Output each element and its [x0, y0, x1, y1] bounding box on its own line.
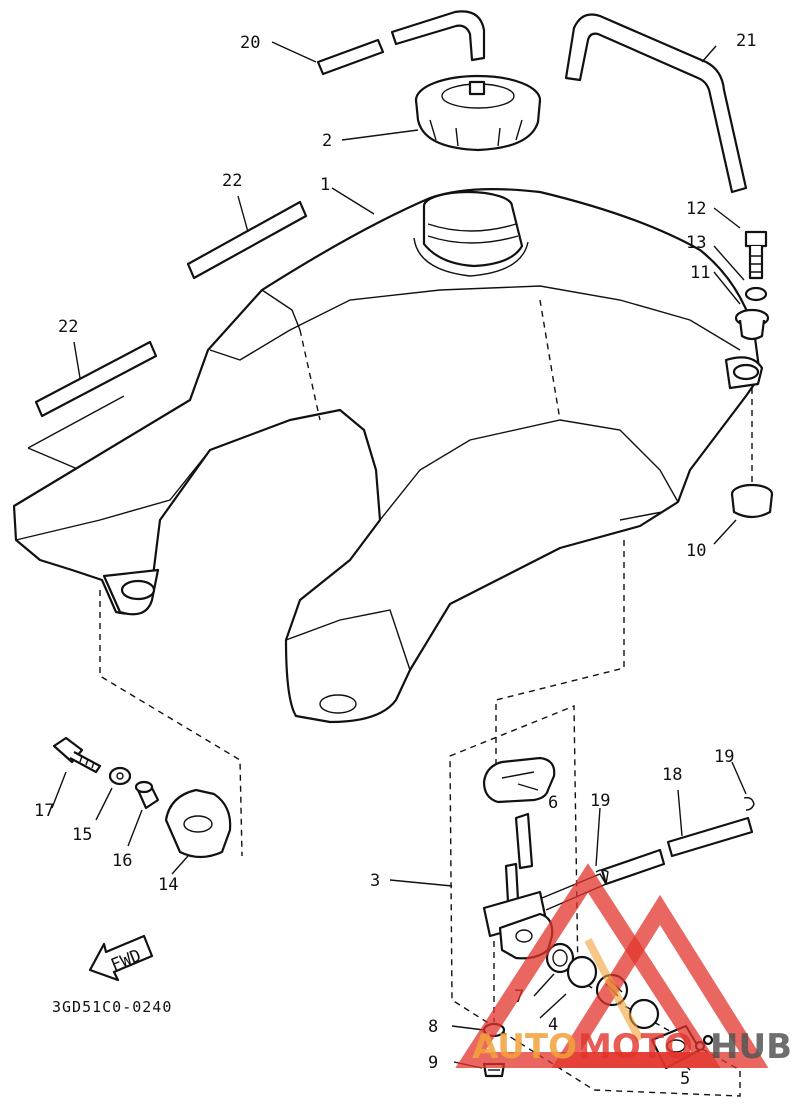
fuel-cap-part-2 [414, 74, 542, 152]
svg-text:MOTO: MOTO [578, 1027, 693, 1067]
hose-part-21 [564, 13, 748, 194]
fuel-cock-group-outline [449, 704, 741, 1097]
callout-16: 16 [112, 851, 132, 871]
leader-lines [51, 41, 747, 1071]
callout-21: 21 [736, 31, 756, 51]
watermark-logo-text: AUTO MOTO HUB [472, 1027, 792, 1067]
grommet-part-14 [164, 788, 232, 859]
callout-12: 12 [686, 199, 706, 219]
callout-6: 6 [548, 793, 558, 813]
collar-part-11 [734, 308, 770, 341]
washer-part-15 [108, 766, 132, 786]
callout-19-lower: 19 [590, 791, 610, 811]
pad-part-22-upper [186, 200, 308, 280]
bolt-part-12 [744, 230, 768, 280]
callout-20: 20 [240, 33, 260, 53]
callout-5: 5 [680, 1069, 690, 1089]
oring-part-7 [545, 942, 575, 974]
hose-part-18 [600, 816, 754, 886]
svg-text:AUTO: AUTO [472, 1027, 577, 1067]
callout-18: 18 [662, 765, 682, 785]
callout-22-upper: 22 [222, 171, 242, 191]
callout-15: 15 [72, 825, 92, 845]
callout-10: 10 [686, 541, 706, 561]
washer-part-13 [744, 286, 768, 302]
guide-line-left [99, 590, 243, 857]
callout-4: 4 [548, 1015, 558, 1035]
gasket-part-6 [482, 756, 556, 804]
watermark-logo-mark [455, 863, 769, 1068]
callout-9: 9 [428, 1053, 438, 1073]
collar-part-16 [134, 780, 160, 810]
callout-2: 2 [322, 131, 332, 151]
callout-13: 13 [686, 233, 706, 253]
drawing-code: 3GD51C0-0240 [52, 998, 172, 1016]
callout-14: 14 [158, 875, 178, 895]
callout-1: 1 [320, 175, 330, 195]
pad-part-22-left [27, 340, 158, 471]
fuel-tank-part-1 [12, 187, 764, 724]
fwd-arrow: FWD [88, 934, 154, 982]
callout-8: 8 [428, 1017, 438, 1037]
callout-11: 11 [690, 263, 710, 283]
guide-line-center [495, 540, 625, 770]
clip-part-19 [595, 796, 755, 885]
callout-17: 17 [34, 801, 54, 821]
svg-text:HUB: HUB [710, 1027, 792, 1067]
bolt-part-17 [52, 736, 102, 774]
grommet-part-10 [730, 483, 774, 519]
callout-19-upper: 19 [714, 747, 734, 767]
hose-part-20 [316, 10, 486, 76]
callout-3: 3 [370, 871, 380, 891]
callout-22-left: 22 [58, 317, 78, 337]
